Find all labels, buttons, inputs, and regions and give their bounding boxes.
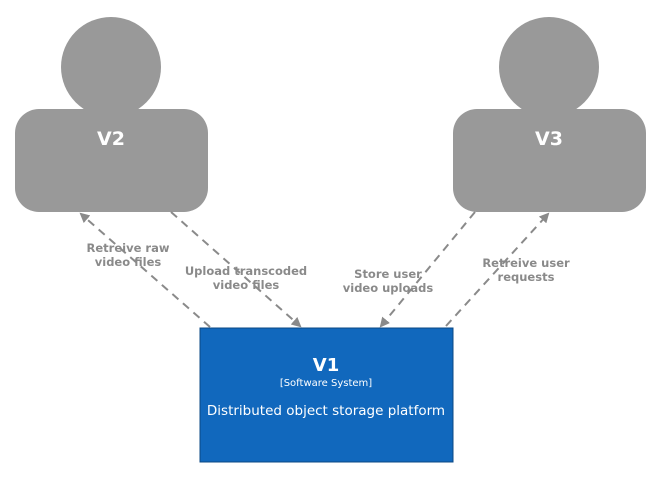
person-v2-body bbox=[15, 109, 208, 212]
system-v1-name: V1 bbox=[313, 355, 339, 376]
relationship-store-uploads[interactable]: Store user video uploads bbox=[343, 211, 476, 328]
person-v3[interactable]: V3 bbox=[453, 17, 646, 212]
person-v2-head bbox=[61, 17, 161, 117]
system-v1-type: [Software System] bbox=[280, 378, 372, 389]
edge-upload-transcoded-label-line2: video files bbox=[213, 278, 280, 292]
edge-retrieve-requests-label-line1: Retreive user bbox=[482, 256, 570, 270]
software-system-v1[interactable]: V1 [Software System] Distributed object … bbox=[199, 327, 454, 463]
person-v2-name: V2 bbox=[97, 128, 125, 150]
edge-store-uploads-label-line2: video uploads bbox=[343, 281, 434, 295]
edge-retrieve-requests-label-line2: requests bbox=[498, 270, 555, 284]
edge-retrieve-raw-arrow bbox=[79, 212, 211, 328]
edge-retrieve-requests-arrow bbox=[445, 212, 550, 327]
edge-retrieve-raw-label-line1: Retreive raw bbox=[87, 241, 170, 255]
person-v3-body bbox=[453, 109, 646, 212]
person-v2[interactable]: V2 bbox=[15, 17, 208, 212]
relationship-retrieve-requests[interactable]: Retreive user requests bbox=[445, 212, 570, 327]
edge-store-uploads-arrow bbox=[379, 211, 476, 328]
edge-store-uploads-label-line1: Store user bbox=[354, 267, 422, 281]
edge-upload-transcoded-label-line1: Upload transcoded bbox=[185, 264, 307, 278]
relationship-retrieve-raw[interactable]: Retreive raw video files bbox=[79, 212, 211, 328]
person-v3-name: V3 bbox=[535, 128, 563, 150]
edge-upload-transcoded-arrow bbox=[170, 211, 302, 328]
system-v1-box bbox=[199, 327, 454, 463]
system-v1-description: Distributed object storage platform bbox=[207, 403, 445, 419]
edge-retrieve-raw-label-line2: video files bbox=[95, 255, 162, 269]
relationship-upload-transcoded[interactable]: Upload transcoded video files bbox=[170, 211, 307, 328]
person-v3-head bbox=[499, 17, 599, 117]
